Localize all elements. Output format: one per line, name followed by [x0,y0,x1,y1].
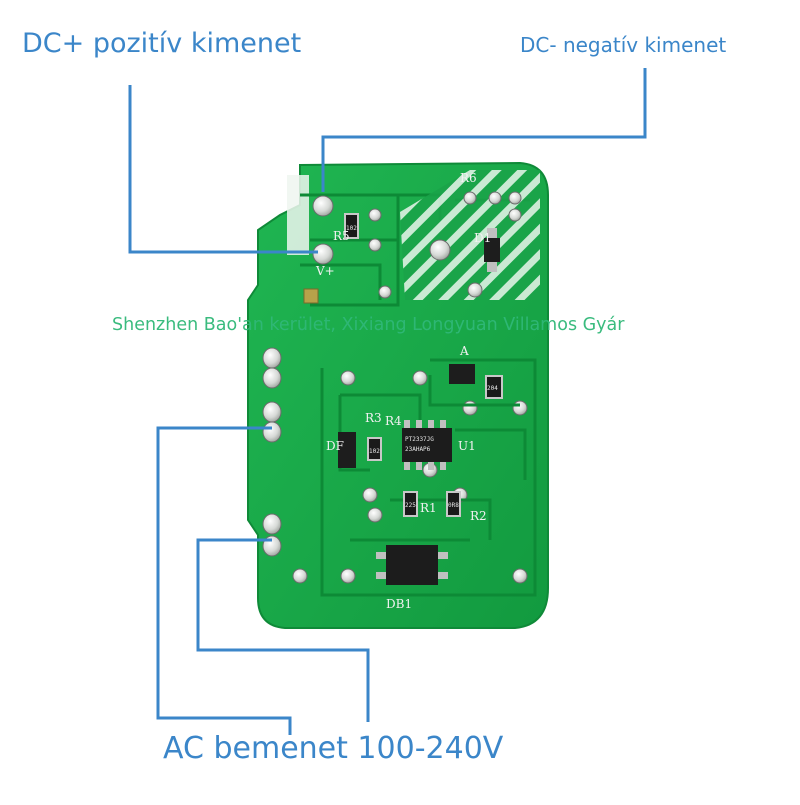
dc-positive-label: DC+ pozitív kimenet [22,28,302,59]
silk-v-plus: V+ [315,264,335,278]
vias [292,191,528,584]
code-r1: 225 [405,502,416,509]
silk-r2: R2 [470,509,487,523]
code-ic: PT2337JG [405,436,434,443]
silkscreen-labels: R6 R5 D1 V+ R3 R4 DF U1 R1 R2 DB1 A [315,171,491,611]
ac-input-label: AC bemenet 100-240V [163,731,504,766]
lower-traces [320,358,537,597]
components [338,213,503,585]
code-r3: 102 [369,448,380,455]
code-zener: 204 [487,385,498,392]
silk-r4: R4 [385,414,402,428]
silk-df: DF [326,439,344,453]
silk-db1: DB1 [386,597,412,611]
component-codes: 102 204 PT2337JG 23AHAP6 102 225 0R8 [346,225,498,509]
code-r2: 0R8 [448,502,459,509]
output-pads [303,195,334,304]
silk-r5: R5 [333,229,350,243]
dc-negative-label: DC- negatív kimenet [520,33,727,57]
code-r5: 102 [346,225,357,232]
factory-watermark: Shenzhen Bao'an kerület, Xixiang Longyua… [112,315,625,335]
code-ic2: 23AHAP6 [405,446,431,453]
silk-a: A [459,344,469,358]
silk-u1: U1 [458,439,476,453]
callout-lines [128,68,647,735]
silk-d1: D1 [474,231,491,245]
silk-r6: R6 [460,171,477,185]
silk-r1: R1 [420,501,437,515]
silk-r3: R3 [365,411,382,425]
isolation-gap [400,170,540,300]
